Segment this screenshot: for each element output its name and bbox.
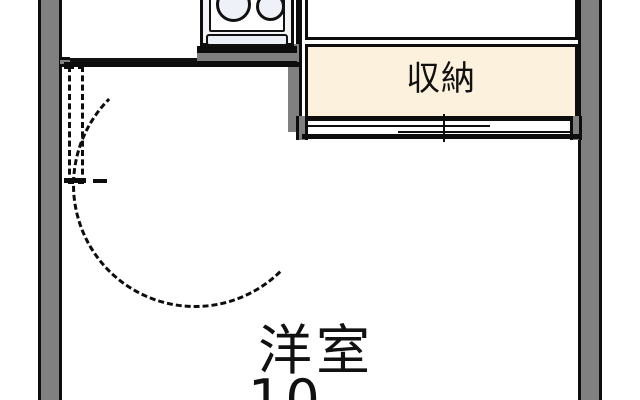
closet-slider-rail-upper	[305, 125, 490, 127]
wall-below-closet	[302, 134, 580, 139]
wall-left-exterior	[38, 0, 62, 400]
wall-right-exterior	[578, 0, 602, 400]
stove-front-lip	[206, 34, 288, 46]
stove-burner-left[interactable]	[216, 0, 251, 22]
main-room-label: 洋室	[258, 319, 374, 382]
stove-base-wall	[197, 46, 297, 52]
closet-label: 収納	[406, 59, 476, 99]
wall-entry-divider-shadow	[62, 58, 197, 62]
upper-storage	[305, 0, 578, 40]
closet-slider-rail-lower	[398, 131, 578, 133]
entry-door-jamb-top	[64, 62, 72, 69]
entry-door-jamb-bottom	[64, 178, 86, 183]
wall-kitchen-base	[197, 62, 302, 67]
closet-area	[305, 44, 578, 119]
entry-door-swing-arc	[72, 62, 318, 308]
stove-burner-right[interactable]	[256, 0, 285, 21]
entry-door-strike	[93, 179, 107, 183]
main-room-area-label: 10	[248, 368, 323, 400]
closet-slider-handle-tick	[443, 114, 445, 142]
entry-kitchen-fill	[62, 0, 197, 66]
stove-counter-band	[197, 50, 297, 64]
